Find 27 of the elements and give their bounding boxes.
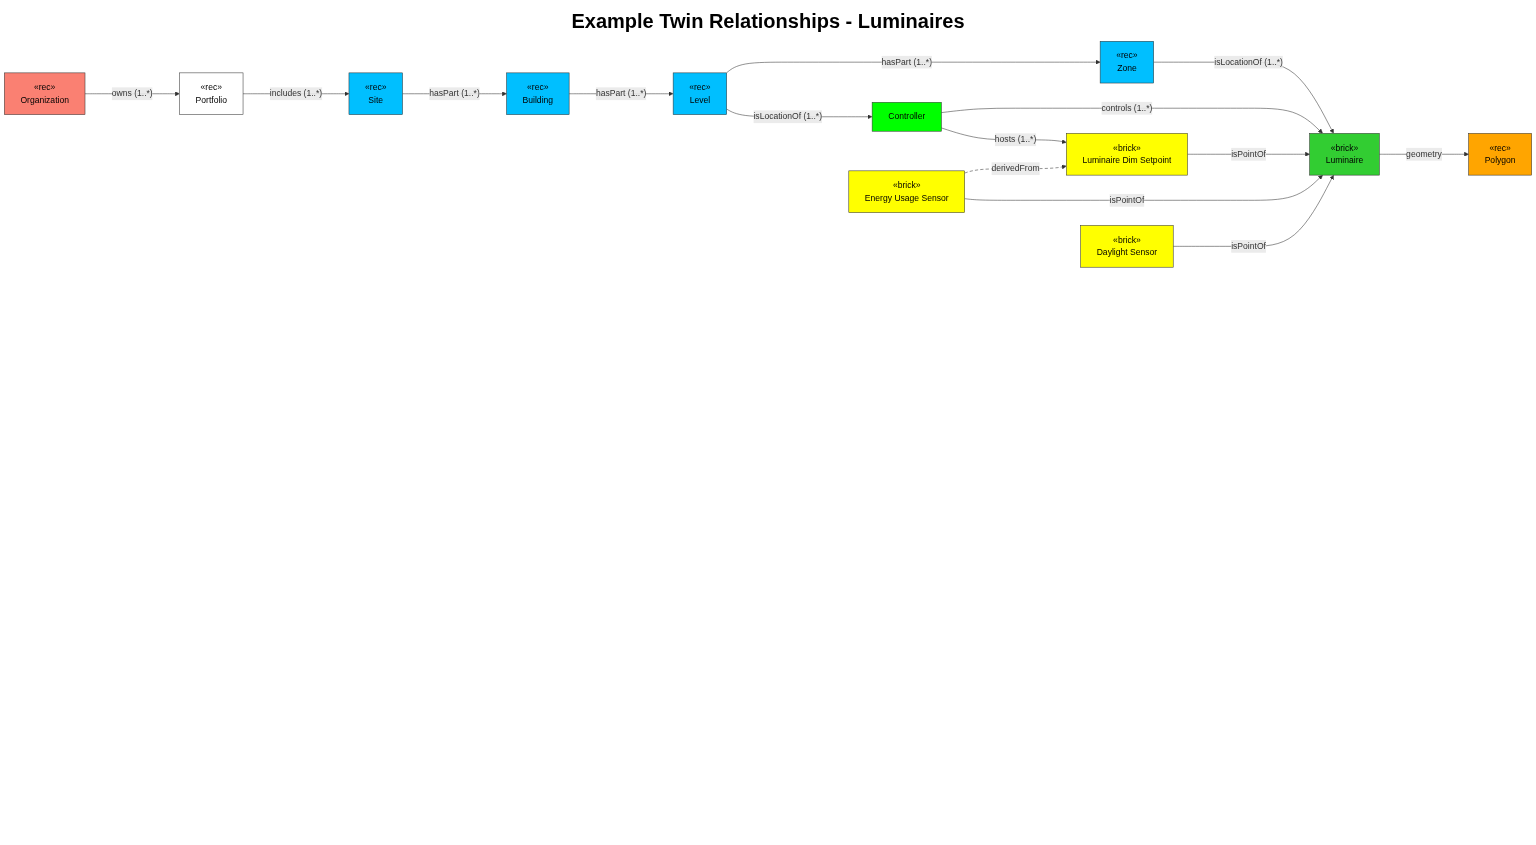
node-box: «brick» Luminaire bbox=[1309, 133, 1380, 176]
node-box: «rec» Level bbox=[672, 72, 727, 115]
edge-label: isPointOf bbox=[1231, 149, 1266, 159]
edge-label: hasPart (1..*) bbox=[595, 88, 647, 99]
node-box: «rec» Building bbox=[506, 72, 570, 115]
edge-label: isPointOf bbox=[1231, 241, 1266, 251]
edge-label: isPointOf bbox=[1109, 195, 1145, 205]
node-box: «brick» Luminaire Dim Setpoint bbox=[1066, 133, 1188, 176]
edge-label: derivedFrom bbox=[991, 163, 1040, 173]
edge-label: geometry bbox=[1406, 149, 1442, 159]
node-box: «brick» Daylight Sensor bbox=[1080, 225, 1174, 268]
node-box: «rec» Zone bbox=[1099, 41, 1154, 84]
edge-label: includes (1..*) bbox=[269, 88, 323, 99]
node-box: «rec» Organization bbox=[4, 72, 86, 115]
node-box: «brick» Energy Usage Sensor bbox=[848, 170, 965, 213]
edge-label: controls (1..*) bbox=[1101, 103, 1153, 113]
node-box: «rec» Polygon bbox=[1468, 133, 1532, 176]
edge-label: hasPart (1..*) bbox=[881, 57, 932, 67]
node-box: «rec» Portfolio bbox=[179, 72, 244, 115]
edge-label: hasPart (1..*) bbox=[429, 88, 480, 99]
node-box: «rec» Site bbox=[348, 72, 403, 115]
edge-label: hosts (1..*) bbox=[994, 134, 1037, 145]
edge-label: isLocationOf (1..*) bbox=[753, 111, 823, 122]
edge-label: owns (1..*) bbox=[111, 88, 153, 99]
node-box: Controller bbox=[871, 102, 942, 132]
diagram-title: Example Twin Relationships - Luminaires bbox=[570, 10, 966, 33]
edge-label: isLocationOf (1..*) bbox=[1214, 57, 1283, 67]
